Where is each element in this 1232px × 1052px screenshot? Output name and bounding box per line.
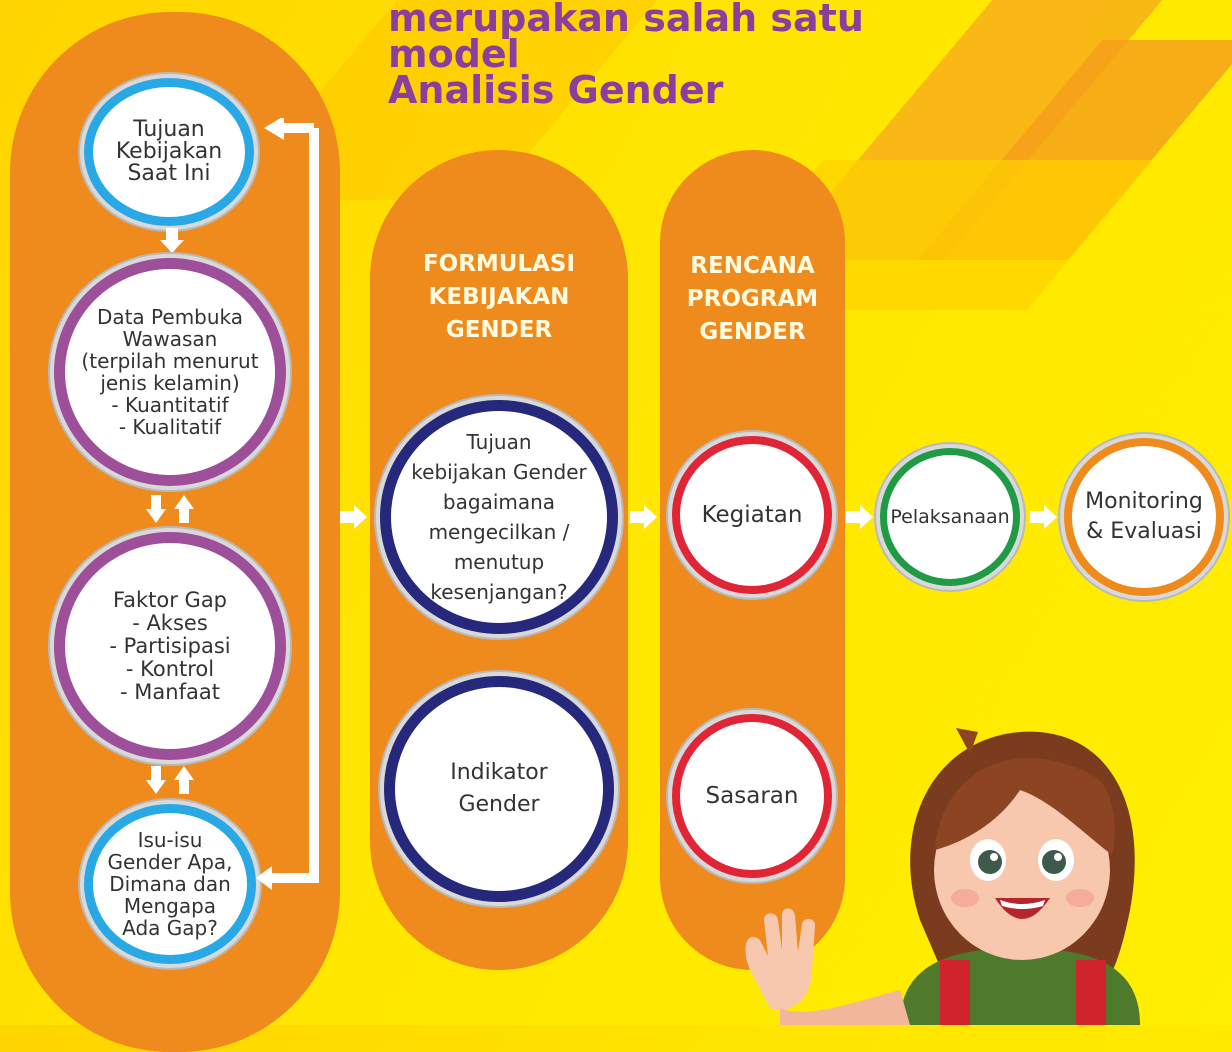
girl-mascot-illustration — [745, 728, 1140, 1025]
node-label: Tujuan kebijakan Gender bagaimana mengec… — [411, 430, 587, 604]
node-current-policy-goal: Tujuan Kebijakan Saat Ini — [84, 78, 254, 226]
node-label: Data Pembuka Wawasan (terpilah menurut j… — [81, 305, 259, 439]
feedback-loop-arrow — [256, 118, 319, 890]
title-line-1: merupakan salah satu model — [388, 0, 864, 76]
node-label: Indikator Gender — [450, 760, 548, 817]
arrow-right-icon — [846, 505, 873, 529]
arrow-bidirectional-icon — [146, 495, 194, 523]
arrow-down-icon — [160, 228, 184, 253]
node-label: Tujuan Kebijakan Saat Ini — [115, 117, 223, 186]
node-label: Pelaksanaan — [890, 506, 1010, 528]
node-label: Kegiatan — [701, 502, 803, 528]
node-gender-indicator: Indikator Gender — [384, 676, 614, 902]
arrow-right-icon — [1030, 505, 1057, 529]
title-line-2: Analisis Gender — [388, 68, 724, 112]
node-label: Sasaran — [705, 783, 799, 809]
node-targets: Sasaran — [672, 714, 832, 878]
arrow-right-icon — [630, 505, 657, 529]
arrow-bidirectional-icon — [146, 766, 194, 794]
program-plan-heading: RENCANA PROGRAM GENDER — [686, 253, 819, 345]
arrow-right-icon — [340, 505, 367, 529]
node-gap-factors: Faktor Gap - Akses - Partisipasi - Kontr… — [54, 532, 286, 760]
node-label: Isu-isu Gender Apa, Dimana dan Mengapa A… — [107, 828, 233, 940]
node-monitoring-evaluation: Monitoring & Evaluasi — [1064, 438, 1224, 596]
node-label: Monitoring & Evaluasi — [1085, 489, 1203, 544]
node-label: Faktor Gap - Akses - Partisipasi - Kontr… — [109, 587, 231, 704]
diagram-title: merupakan salah satu model Analisis Gend… — [388, 0, 1008, 112]
node-implementation: Pelaksanaan — [880, 448, 1020, 586]
formulation-heading: FORMULASI KEBIJAKAN GENDER — [422, 251, 576, 343]
node-activities: Kegiatan — [672, 436, 832, 594]
node-insight-data: Data Pembuka Wawasan (terpilah menurut j… — [54, 258, 286, 486]
node-gender-issues: Isu-isu Gender Apa, Dimana dan Mengapa A… — [84, 804, 256, 964]
node-gender-policy-goal: Tujuan kebijakan Gender bagaimana mengec… — [380, 400, 618, 634]
